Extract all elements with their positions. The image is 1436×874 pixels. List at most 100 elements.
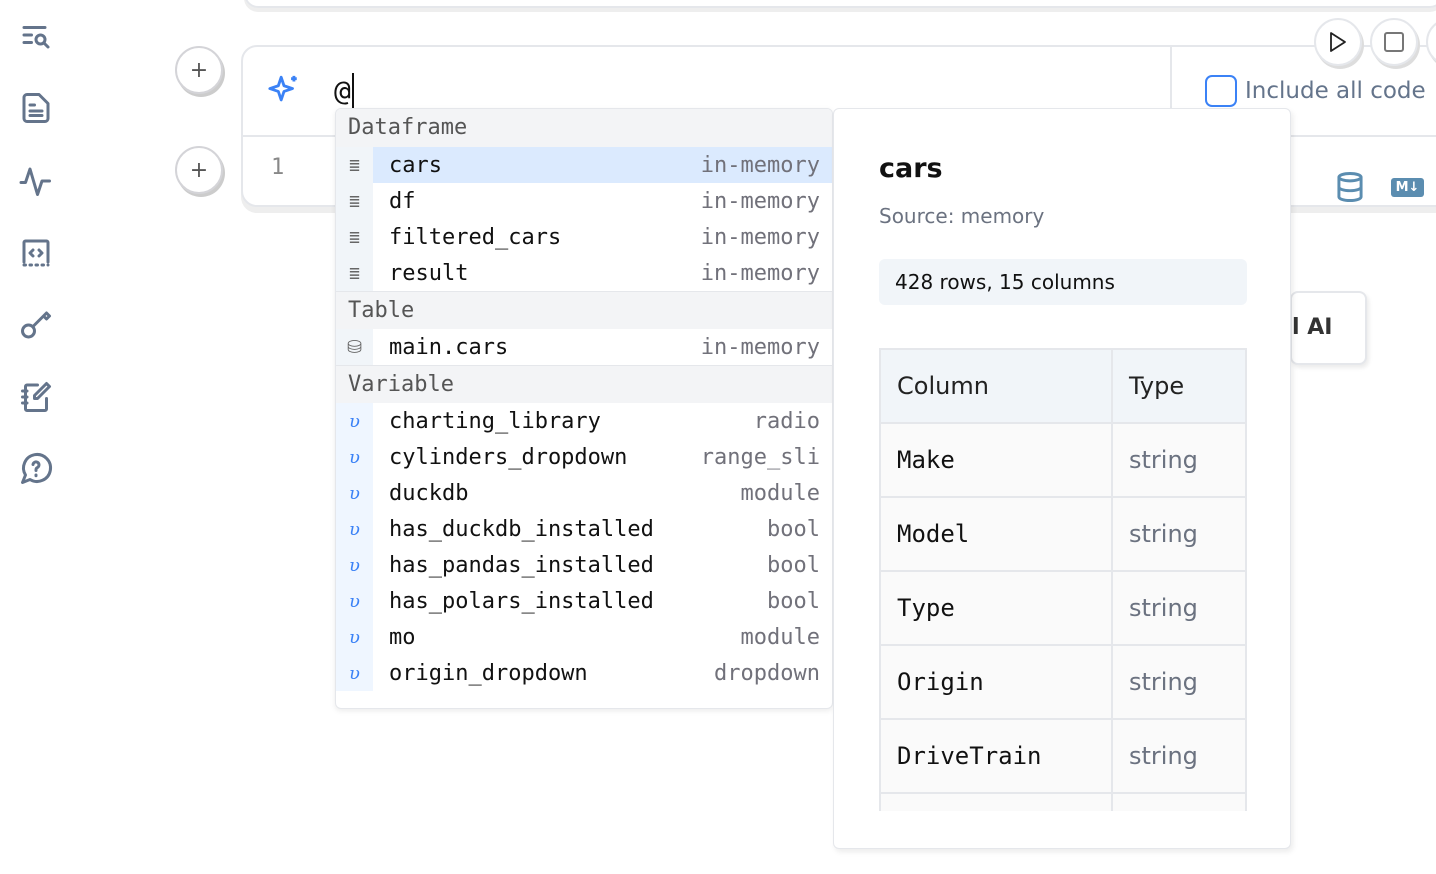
key-icon[interactable] [16, 305, 56, 345]
item-type: bool [767, 588, 820, 614]
autocomplete-item[interactable]: ≣ df in-memory [336, 183, 832, 219]
variable-icon: υ [336, 475, 373, 511]
column-name: Origin [879, 644, 1113, 720]
stop-button[interactable] [1370, 18, 1418, 66]
item-label: has_polars_installed [389, 588, 654, 614]
variable-icon: υ [336, 583, 373, 619]
column-name [879, 792, 1113, 811]
autocomplete-item[interactable]: υ charting_library radio [336, 403, 832, 439]
variable-icon: υ [336, 511, 373, 547]
item-label: has_pandas_installed [389, 552, 654, 578]
section-header: Variable [336, 365, 832, 403]
notebook-pen-icon[interactable] [16, 377, 56, 417]
header-column: Column [879, 348, 1113, 424]
column-name: Make [879, 422, 1113, 498]
item-type: in-memory [700, 334, 820, 360]
section-header: Dataframe [336, 109, 832, 147]
item-type: module [740, 480, 820, 506]
item-label: df [389, 188, 416, 214]
item-type: range_sli [700, 444, 820, 470]
dataframe-icon: ≣ [336, 255, 373, 291]
file-icon[interactable] [16, 88, 56, 128]
column-name: DriveTrain [879, 718, 1113, 794]
include-all-code-label: Include all code [1245, 78, 1426, 104]
autocomplete-item[interactable]: ≣ result in-memory [336, 255, 832, 291]
autocomplete-item[interactable]: υ has_polars_installed bool [336, 583, 832, 619]
item-type: module [740, 624, 820, 650]
column-name: Model [879, 496, 1113, 572]
item-type: dropdown [714, 660, 820, 686]
variable-icon: υ [336, 655, 373, 691]
column-type: string [1111, 718, 1247, 794]
markdown-icon[interactable]: M↓ [1391, 178, 1424, 197]
variable-icon: υ [336, 403, 373, 439]
autocomplete-item[interactable]: υ origin_dropdown dropdown [336, 655, 832, 691]
table-icon: ⛁ [336, 329, 373, 365]
add-cell-button[interactable]: + [175, 146, 223, 194]
divider [1170, 47, 1172, 135]
item-label: cars [373, 152, 701, 178]
section-header: Table [336, 291, 832, 329]
run-button[interactable] [1314, 18, 1362, 66]
info-title: cars [879, 153, 943, 184]
search-outline-icon[interactable] [16, 18, 56, 58]
help-chat-icon[interactable] [16, 449, 56, 489]
item-label: charting_library [389, 408, 601, 434]
item-type: in-memory [700, 152, 832, 178]
autocomplete-item[interactable]: ⛁ main.cars in-memory [336, 329, 832, 365]
column-type: string [1111, 570, 1247, 646]
column-name: Type [879, 570, 1113, 646]
database-icon[interactable] [1335, 171, 1365, 207]
prompt-input[interactable]: @ [334, 73, 354, 109]
header-type: Type [1111, 348, 1247, 424]
stop-icon [1384, 32, 1404, 52]
item-type: in-memory [700, 188, 820, 214]
item-type: radio [753, 408, 820, 434]
ai-button-label: l AI [1292, 315, 1333, 340]
previous-cell [244, 0, 1436, 8]
item-label: filtered_cars [389, 224, 562, 250]
line-number: 1 [271, 155, 285, 180]
item-type: in-memory [700, 224, 820, 250]
dataframe-icon: ≣ [336, 147, 373, 183]
dataframe-icon: ≣ [336, 183, 373, 219]
column-type: string [1111, 496, 1247, 572]
item-label: result [389, 260, 469, 286]
autocomplete-item[interactable]: υ has_duckdb_installed bool [336, 511, 832, 547]
item-type: bool [767, 552, 820, 578]
ai-button[interactable]: l AI [1290, 291, 1367, 365]
item-type: in-memory [700, 260, 820, 286]
item-label: duckdb [389, 480, 469, 506]
add-cell-button[interactable]: + [175, 46, 223, 94]
item-label: main.cars [389, 334, 509, 360]
item-label: has_duckdb_installed [389, 516, 654, 542]
autocomplete-item[interactable]: υ has_pandas_installed bool [336, 547, 832, 583]
variable-icon: υ [336, 439, 373, 475]
column-type [1111, 792, 1247, 811]
info-source: Source: memory [879, 204, 1045, 228]
column-type: string [1111, 422, 1247, 498]
variable-icon: υ [336, 619, 373, 655]
dataframe-info-panel: cars Source: memory 428 rows, 15 columns… [833, 108, 1291, 849]
item-label: mo [389, 624, 416, 650]
activity-icon[interactable] [16, 161, 56, 201]
include-all-code-checkbox[interactable] [1205, 75, 1237, 107]
column-type: string [1111, 644, 1247, 720]
variable-icon: υ [336, 547, 373, 583]
sparkles-icon [267, 73, 301, 111]
info-stats: 428 rows, 15 columns [879, 259, 1247, 305]
item-label: origin_dropdown [389, 660, 588, 686]
code-square-icon[interactable] [16, 233, 56, 273]
item-type: bool [767, 516, 820, 542]
